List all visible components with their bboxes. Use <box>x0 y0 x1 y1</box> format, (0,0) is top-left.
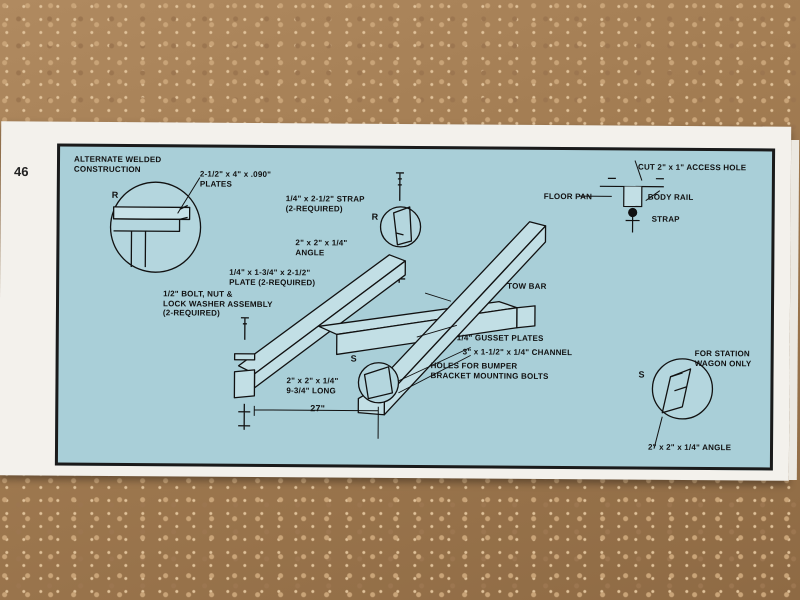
label-ref-s-center: S <box>350 353 357 364</box>
tow-bar-diagram <box>109 160 714 449</box>
bolt-center <box>395 172 404 201</box>
label-body-rail: BODY RAIL <box>647 192 694 202</box>
label-dimension-27: 27" <box>310 403 326 414</box>
label-plates-size: 2-1/2" x 4" x .090" PLATES <box>199 169 272 189</box>
label-tow-bar: TOW BAR <box>507 281 547 291</box>
label-channel: 3" x 1-1/2" x 1/4" CHANNEL <box>462 347 573 358</box>
label-plate-required: 1/4" x 1-3/4" x 2-1/2" PLATE (2-REQUIRED… <box>229 267 316 287</box>
dimension-27 <box>253 405 379 439</box>
rail-detail <box>579 160 664 233</box>
label-bolt-assembly: 1/2" BOLT, NUT & LOCK WASHER ASSEMBLY (2… <box>162 289 273 318</box>
detail-r-center <box>379 206 422 248</box>
label-station-wagon: FOR STATION WAGON ONLY <box>694 348 752 368</box>
plate-left <box>233 353 256 361</box>
label-strap: 1/4" x 2-1/2" STRAP (2-REQUIRED) <box>285 194 365 213</box>
label-ref-r-left: R <box>111 189 119 200</box>
detail-r-circle <box>109 177 202 273</box>
page-edge <box>788 139 800 481</box>
label-ref-s-right: S <box>638 369 645 380</box>
label-strap-small: STRAP <box>651 214 680 224</box>
detail-s-right <box>651 358 714 449</box>
label-angle: 2" x 2" x 1/4" ANGLE <box>295 238 348 257</box>
label-ref-r-center: R <box>371 211 379 222</box>
label-holes: HOLES FOR BUMPER BRACKET MOUNTING BOLTS <box>430 361 549 381</box>
bolt-left <box>240 317 249 340</box>
diagram-panel: ALTERNATE WELDED CONSTRUCTION 2-1/2" x 4… <box>54 143 776 471</box>
page-number: 46 <box>13 163 29 180</box>
label-access-hole: CUT 2" x 1" ACCESS HOLE <box>637 162 747 173</box>
detail-s-center <box>357 362 400 404</box>
label-angle-right: 2" x 2" x 1/4" ANGLE <box>647 442 732 453</box>
label-alternate-welded: ALTERNATE WELDED CONSTRUCTION <box>73 154 162 174</box>
leader-lines <box>398 292 471 394</box>
label-angle-long: 2" x 2" x 1/4" 9-3/4" LONG <box>286 376 339 395</box>
washers-left <box>238 403 251 430</box>
label-floor-pan: FLOOR PAN <box>543 191 593 202</box>
label-gusset: 1/4" GUSSET PLATES <box>456 333 544 343</box>
